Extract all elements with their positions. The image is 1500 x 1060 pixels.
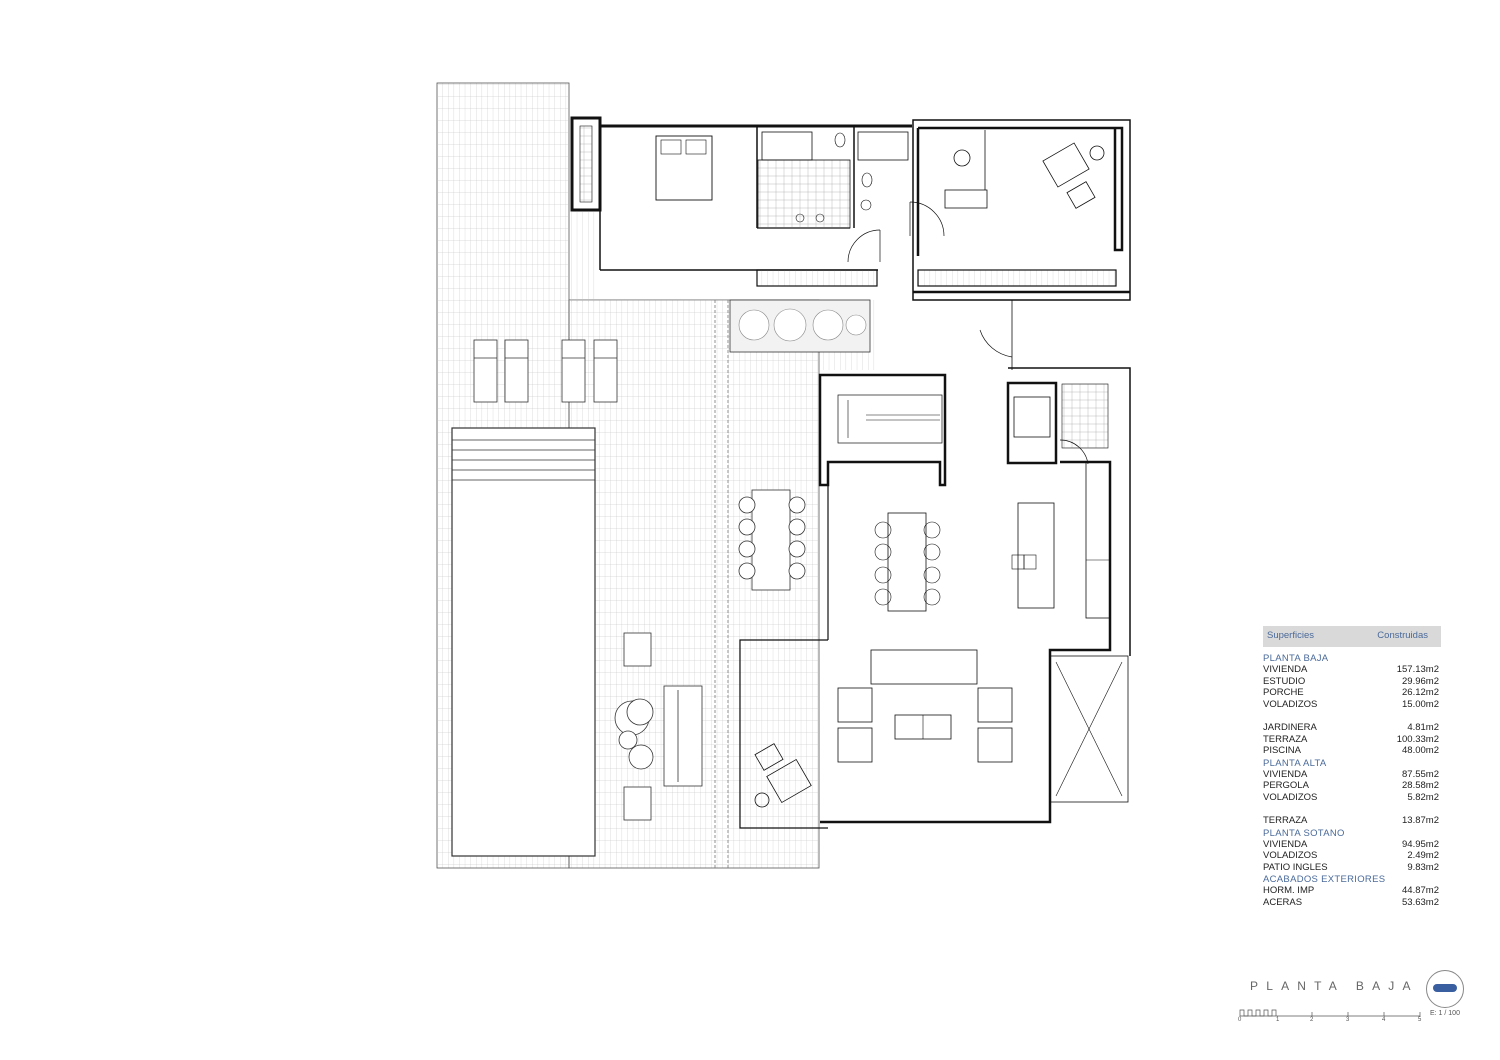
surface-label: HORM. IMP: [1263, 885, 1315, 896]
surface-label: VIVIENDA: [1263, 664, 1308, 675]
surface-value: 48.00m2: [1402, 745, 1439, 756]
section-title: ACABADOS EXTERIORES: [1263, 874, 1386, 885]
surface-row: VIVIENDA 87.55m2: [1263, 769, 1441, 781]
surface-value: 9.83m2: [1407, 861, 1439, 873]
surface-label: VOLADIZOS: [1263, 791, 1318, 803]
surface-row: ACERAS 53.63m2: [1263, 897, 1441, 909]
surface-row: JARDINERA 4.81m2: [1263, 722, 1441, 734]
surface-row: VOLADIZOS 2.49m2: [1263, 850, 1441, 862]
north-arrow-icon: [1426, 970, 1464, 1008]
drawing-title: PLANTA BAJA: [1250, 979, 1419, 993]
north-mark: [1433, 984, 1457, 992]
planter: [729, 299, 871, 353]
surface-label: PISCINA: [1263, 745, 1302, 756]
living-area: [739, 367, 1131, 829]
scale-bar-graphic: [1239, 1009, 1421, 1017]
surface-value: 44.87m2: [1402, 885, 1439, 896]
surface-label: TERRAZA: [1263, 815, 1308, 826]
study-wing: [912, 119, 1131, 370]
surface-label: VIVIENDA: [1263, 768, 1308, 780]
section-gap: [1263, 803, 1441, 815]
surface-row: VIVIENDA 94.95m2: [1263, 839, 1441, 851]
surface-value: 28.58m2: [1402, 780, 1439, 791]
surface-row: PERGOLA 28.58m2: [1263, 780, 1441, 792]
surface-label: VIVIENDA: [1263, 838, 1308, 850]
surface-row: ESTUDIO 29.96m2: [1263, 676, 1441, 688]
surface-label: TERRAZA: [1263, 733, 1308, 745]
header-built: Construidas: [1377, 630, 1428, 641]
title-block: PLANTA BAJA: [1250, 970, 1475, 1025]
surface-label: ACERAS: [1263, 896, 1303, 908]
scale-tick-2: 2: [1310, 1017, 1314, 1023]
scale-tick-1: 1: [1276, 1017, 1280, 1023]
surface-label: PERGOLA: [1263, 780, 1309, 791]
surface-value: 2.49m2: [1407, 850, 1439, 861]
surface-value: 100.33m2: [1396, 733, 1439, 745]
outdoor-lounge: [614, 632, 703, 821]
surface-value: 5.82m2: [1407, 791, 1439, 803]
scale-label: E: 1 / 100: [1430, 1010, 1460, 1017]
surface-row: PORCHE 26.12m2: [1263, 687, 1441, 699]
scale-bar: 0 1 2 3 4 5 E: 1 / 100: [1238, 1008, 1468, 1028]
surface-value: 87.55m2: [1402, 768, 1439, 780]
surface-row: VIVIENDA 157.13m2: [1263, 664, 1441, 676]
surface-value: 157.13m2: [1396, 664, 1439, 675]
surface-row: PISCINA 48.00m2: [1263, 745, 1441, 757]
surface-row: VOLADIZOS 5.82m2: [1263, 792, 1441, 804]
surface-row: TERRAZA 13.87m2: [1263, 815, 1441, 827]
scale-tick-0: 0: [1238, 1017, 1242, 1023]
surface-value: 13.87m2: [1402, 815, 1439, 826]
surface-row: PATIO INGLES 9.83m2: [1263, 862, 1441, 874]
outdoor-dining: [738, 489, 806, 591]
surface-value: 94.95m2: [1402, 838, 1439, 850]
section-gap: [1263, 710, 1441, 722]
surface-value: 29.96m2: [1402, 675, 1439, 687]
surface-value: 4.81m2: [1407, 722, 1439, 733]
surface-label: VOLADIZOS: [1263, 698, 1318, 710]
surface-label: PORCHE: [1263, 687, 1304, 698]
scale-tick-3: 3: [1346, 1017, 1350, 1023]
surfaces-table-header: Superficies Construidas: [1263, 626, 1441, 647]
scale-tick-4: 4: [1382, 1017, 1386, 1023]
surface-label: VOLADIZOS: [1263, 850, 1318, 861]
section-title: PLANTA BAJA: [1263, 653, 1329, 664]
surface-label: PATIO INGLES: [1263, 861, 1328, 873]
surface-row: VOLADIZOS 15.00m2: [1263, 699, 1441, 711]
surface-row: HORM. IMP 44.87m2: [1263, 885, 1441, 897]
surface-label: ESTUDIO: [1263, 675, 1306, 687]
scale-tick-5: 5: [1418, 1017, 1422, 1023]
section-title: PLANTA SOTANO: [1263, 827, 1345, 839]
section-title: PLANTA ALTA: [1263, 757, 1327, 769]
pool: [451, 427, 596, 857]
sunbeds: [473, 339, 618, 403]
surface-label: JARDINERA: [1263, 722, 1317, 733]
surface-value: 26.12m2: [1402, 687, 1439, 698]
surface-value: 53.63m2: [1402, 896, 1439, 908]
bedroom-wing: [570, 116, 945, 287]
header-surfaces: Superficies: [1267, 630, 1314, 641]
surface-row: TERRAZA 100.33m2: [1263, 734, 1441, 746]
surface-value: 15.00m2: [1402, 698, 1439, 710]
